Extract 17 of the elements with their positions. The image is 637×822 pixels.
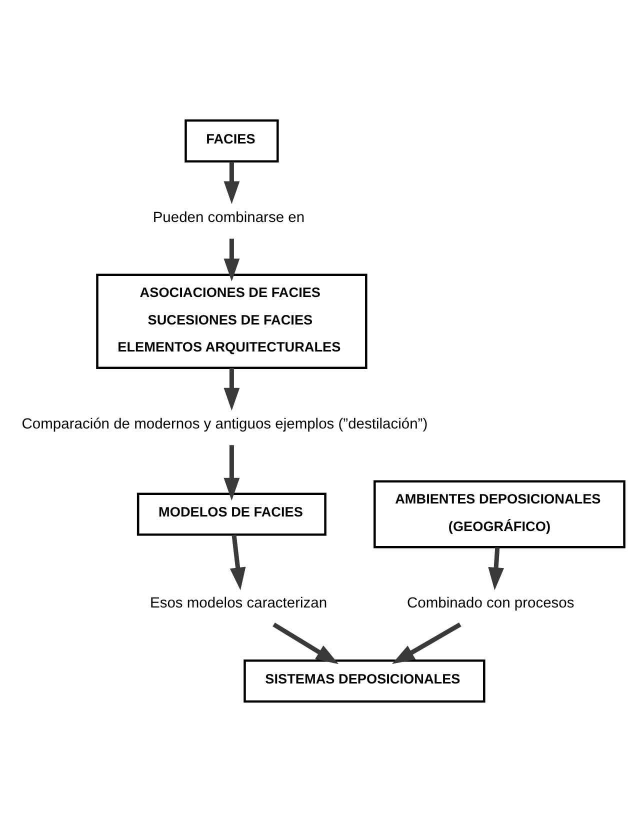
node-box: ASOCIACIONES DE FACIES SUCESIONES DE FACIES ELEMENTOS ARQUITECTURALES [96, 274, 368, 370]
arrow [224, 162, 240, 204]
arrow [224, 445, 240, 501]
node-text: Comparación de modernos y antiguos ejemplos (”destilación”) [22, 416, 428, 432]
node-box: MODELOS DE FACIES [136, 492, 326, 536]
arrow [230, 534, 246, 590]
arrow [224, 368, 240, 411]
arrow [224, 238, 240, 282]
arrow [488, 547, 504, 590]
node-box: SISTEMAS DEPOSICIONALES [244, 659, 486, 703]
node-text: Combinado con procesos [407, 596, 574, 612]
node-text: Esos modelos caracterizan [150, 596, 328, 612]
arrow [272, 622, 339, 664]
node-text: Pueden combinarse en [152, 210, 305, 226]
arrow [392, 622, 462, 664]
node-box: FACIES [184, 119, 279, 163]
node-box: AMBIENTES DEPOSICIONALES (GEOGRÁFICO) [374, 480, 626, 548]
